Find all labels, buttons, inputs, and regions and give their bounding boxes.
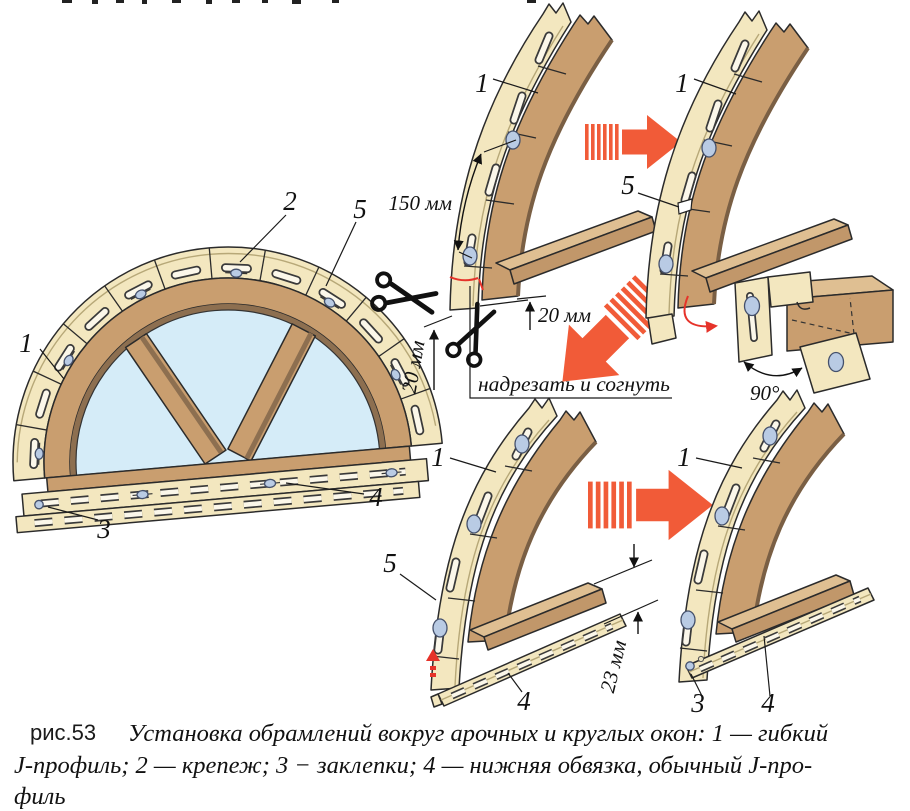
fastener-dot-icon bbox=[697, 655, 705, 663]
callout-1: 1 bbox=[675, 68, 689, 98]
main-arched-window bbox=[12, 246, 443, 534]
panel-bottom-trim-separated: 23 мм 1 5 4 bbox=[383, 398, 659, 716]
callout-3: 3 bbox=[690, 688, 705, 718]
panel-measure-and-cut: 150 мм 20 мм 20 мм 1 надрезать и согнуть bbox=[371, 3, 672, 399]
angle-90-label: 90° bbox=[750, 381, 780, 405]
callout-4: 4 bbox=[517, 686, 531, 716]
dimension-23mm: 23 мм bbox=[593, 544, 659, 695]
cut-line bbox=[449, 276, 479, 282]
callout-4: 4 bbox=[761, 688, 775, 718]
rivet-icon bbox=[827, 351, 845, 373]
callout-5: 5 bbox=[621, 170, 635, 200]
svg-text:20 мм: 20 мм bbox=[538, 303, 591, 327]
dimension-150mm: 150 мм bbox=[388, 139, 517, 259]
rivet-icon bbox=[34, 499, 44, 510]
callout-1: 1 bbox=[19, 328, 33, 358]
bent-tab bbox=[647, 313, 677, 345]
panel-profile-notched: 1 5 bbox=[621, 11, 852, 345]
panel-bottom-trim-installed: 1 3 4 bbox=[677, 390, 875, 718]
callout-1: 1 bbox=[431, 442, 445, 472]
svg-text:150 мм: 150 мм bbox=[388, 191, 452, 215]
bottom-j-profile-strip bbox=[430, 613, 627, 708]
bottom-sill-and-trim bbox=[15, 445, 430, 534]
fastener-icon bbox=[132, 468, 402, 500]
callout-3: 3 bbox=[96, 514, 111, 544]
dimension-20mm-right: 20 мм bbox=[479, 295, 591, 330]
cut-notch bbox=[677, 198, 693, 215]
window-callouts: 1 2 5 4 3 bbox=[19, 186, 383, 544]
figure-number: рис.53 bbox=[30, 720, 96, 745]
red-curve-arrow-icon bbox=[683, 295, 718, 333]
detail-90-degree-bend: 90° bbox=[734, 271, 894, 405]
rivet-icon bbox=[685, 661, 695, 671]
callout-1: 1 bbox=[475, 68, 489, 98]
callout-2: 2 bbox=[283, 186, 297, 216]
window-muntins bbox=[124, 323, 317, 465]
callout-5: 5 bbox=[353, 194, 367, 224]
rivet-icon bbox=[743, 295, 761, 317]
orange-arrow-right-icon bbox=[585, 115, 681, 169]
svg-text:23 мм: 23 мм bbox=[595, 638, 631, 695]
red-up-arrow-icon bbox=[426, 649, 440, 677]
figure-caption: рис.53 Установка обрамлений вокруг арочн… bbox=[14, 720, 828, 810]
callout-4: 4 bbox=[369, 482, 383, 512]
bottom-j-profile-strip bbox=[685, 587, 875, 679]
folded-lip bbox=[767, 271, 814, 308]
caption-line-1: Установка обрамлений вокруг арочных и кр… bbox=[128, 720, 828, 747]
cropped-previous-text bbox=[62, 0, 536, 4]
orange-arrow-right-bottom-icon bbox=[588, 469, 713, 541]
callout-5: 5 bbox=[383, 548, 397, 578]
callout-1: 1 bbox=[677, 442, 691, 472]
caption-line-3: филь bbox=[14, 783, 65, 810]
scissors-icon bbox=[445, 300, 502, 368]
caption-line-2: J-профиль; 2 — крепеж; 3 − заклепки; 4 —… bbox=[14, 752, 812, 779]
